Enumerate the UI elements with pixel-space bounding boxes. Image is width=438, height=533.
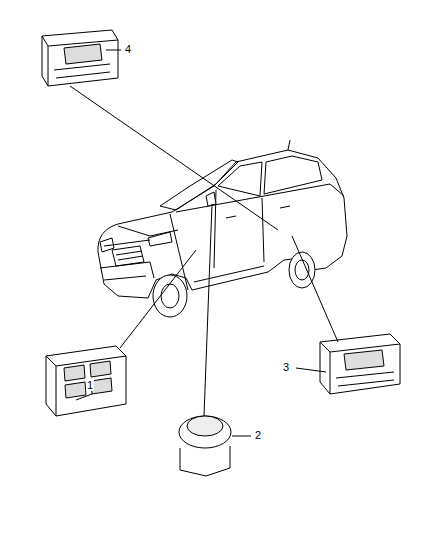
callout-tick [232,436,251,437]
switch-housing [42,30,118,86]
switch-face [42,36,118,86]
leader-line [120,250,196,348]
car-side-trim [194,266,264,282]
switch-button [344,350,384,370]
switch-2 [179,416,231,476]
leader-line [292,236,338,342]
switch-3 [320,334,400,394]
leader-line [70,86,278,230]
car-beltline [176,184,344,212]
callout-number: 4 [124,44,132,55]
switch-housing [320,334,400,394]
car-antenna [288,140,290,150]
switch-detail [336,372,394,386]
leader-lines [70,50,338,436]
front-wheel-hub [161,284,179,308]
callout-number: 3 [282,362,290,373]
switch-housing [46,346,126,416]
car-rear-window [264,156,322,194]
switch-button [64,44,102,64]
switch-face [46,356,126,416]
switch-detail [54,64,110,78]
switch-knob-top [187,416,223,436]
switch-1 [46,346,126,416]
car-front-window [218,162,262,196]
car-drawing [98,140,347,317]
callout-tick [106,50,121,51]
leader-line [204,204,212,416]
car-bumper [100,262,154,280]
callout-number: 1 [86,380,94,391]
front-wheel [153,275,187,317]
switch-face [320,342,400,394]
switch-4 [42,30,118,86]
callout-number: 2 [254,430,262,441]
callout-tick [76,394,92,400]
switch-button [64,361,112,398]
rear-wheel [289,252,315,288]
callout-tick [296,368,326,372]
switch-base [180,446,230,476]
switch-knob [179,416,231,448]
car-mirror [206,192,216,206]
car-headlight [100,232,172,252]
